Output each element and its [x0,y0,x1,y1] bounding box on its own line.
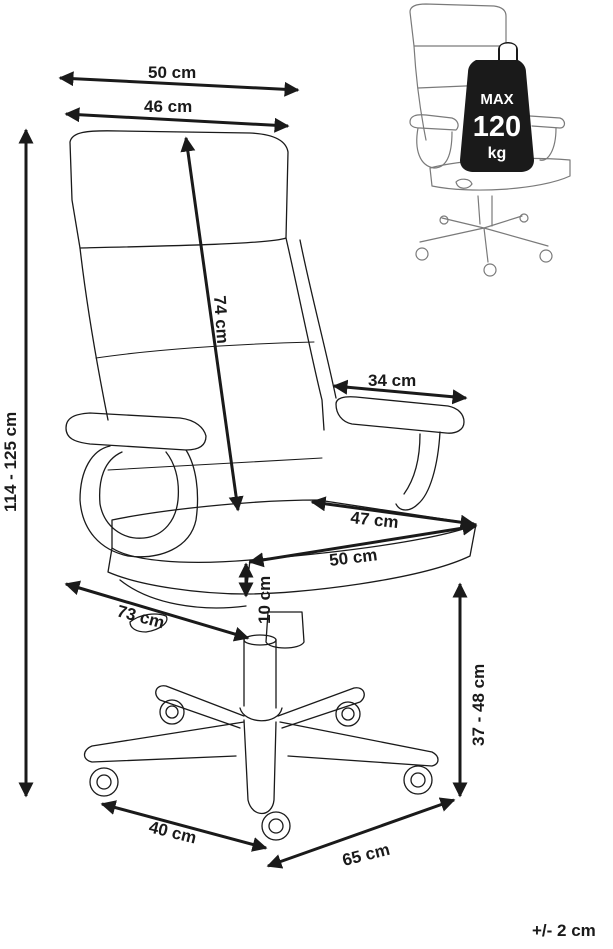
backrest-right-panel [299,239,337,399]
base-leg-back-right [277,687,365,729]
base-leg-front [243,719,277,815]
seat-cushion-top [111,499,477,563]
label-seat-thickness: 10 cm [255,576,274,624]
base-hub [239,707,283,722]
label-armrest-length: 34 cm [368,371,416,390]
arrow-armrest-length [332,379,468,405]
main-chair-drawing [65,130,477,841]
backrest-right-edge [285,237,325,431]
right-armrest-support [395,431,441,511]
base-leg-left [83,721,245,763]
weight-badge-value: 120 [473,111,521,143]
label-base-width: 65 cm [340,840,391,870]
tolerance-note: +/- 2 cm [532,921,596,940]
base-leg-right [279,721,439,767]
gas-cylinder-housing [265,611,305,649]
arrow-top-width-outer [58,71,300,97]
arrow-overall-depth [64,580,250,642]
left-armrest-pad [65,412,207,451]
caster-back-right [335,701,361,727]
weight-badge-unit: kg [488,145,507,162]
caster-back-left [159,699,185,725]
label-overall-depth: 73 cm [115,602,166,633]
backrest-seam-upper [95,341,315,359]
dimension-arrows [18,71,478,869]
caster-front-left [89,767,119,797]
gas-cylinder [243,639,277,709]
arrow-base-width [266,797,456,869]
backrest-seam-lower [107,457,323,471]
arrow-base-side [100,800,268,852]
weight-badge-top: MAX [480,91,513,108]
headrest [69,130,289,249]
gas-cylinder-top [243,634,277,646]
label-total-height: 114 - 125 cm [1,412,20,512]
arrow-seat-depth [310,496,476,530]
label-seat-to-floor: 37 - 48 cm [469,664,488,746]
right-armrest-pad [335,396,465,434]
left-armrest-loop-inner [98,451,180,539]
label-backrest-height: 74 cm [210,295,232,344]
left-armrest-support [79,445,199,558]
backrest-left-edge [79,247,109,421]
label-top-width-inner: 46 cm [144,97,192,116]
arrow-backrest-height [180,136,244,512]
label-seat-depth: 47 cm [350,508,400,532]
base-leg-back-left [155,685,245,729]
weight-icon: MAX 120 kg [460,42,534,172]
caster-front-right [403,765,433,795]
label-base-side: 40 cm [147,817,198,847]
right-armrest-support-inner [403,433,421,495]
arrow-seat-width [248,520,478,568]
caster-front [261,811,291,841]
arrow-top-width-inner [64,107,290,133]
label-top-width-outer: 50 cm [148,63,196,82]
